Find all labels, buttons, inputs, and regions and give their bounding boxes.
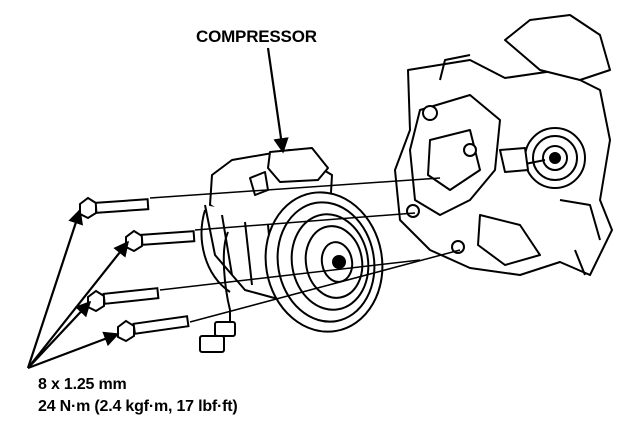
bolt-icon <box>125 229 196 253</box>
arrow-icon <box>27 331 120 370</box>
compressor-body <box>199 147 384 353</box>
bolt-icon <box>87 287 160 313</box>
arrow-icon <box>266 47 289 154</box>
engine-bracket-assembly <box>394 14 613 276</box>
spec-leader-arrows <box>26 208 129 370</box>
torque-spec-label: 24 N·m (2.4 kgf·m, 17 lbf·ft) <box>38 398 238 415</box>
arrow-icon <box>26 208 83 369</box>
arrow-icon <box>27 300 92 369</box>
bolt-icon <box>117 315 190 343</box>
bolt-icon <box>79 196 150 220</box>
compressor-label: COMPRESSOR <box>196 27 317 46</box>
bolt-size-label: 8 x 1.25 mm <box>38 376 127 393</box>
bolt-axis-lines <box>149 177 461 323</box>
